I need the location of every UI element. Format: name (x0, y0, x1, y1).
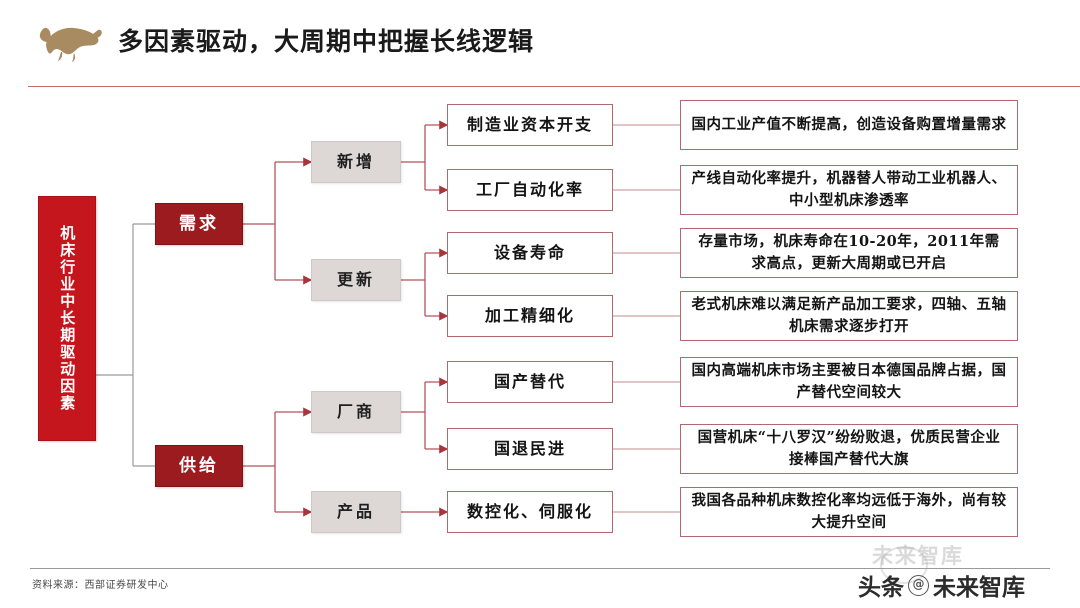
description-node-equipment-life[interactable]: 存量市场，机床寿命在10-20年，2011年需求高点，更新大周期或已开启 (680, 228, 1018, 278)
item-node-equipment-life[interactable]: 设备寿命 (447, 232, 613, 274)
watermark-brand: 头条 @ 未来智库 (858, 568, 1025, 602)
subcategory-node-new[interactable]: 新增 (311, 141, 401, 183)
source-note: 资料来源：西部证券研发中心 (32, 580, 169, 591)
category-node-demand[interactable]: 需求 (155, 203, 243, 245)
flow-diagram: 机床行业中长期驱动因素 需求 供给 新增 更新 厂商 产品 制造业资本开支 工厂… (0, 86, 1080, 566)
category-node-supply[interactable]: 供给 (155, 445, 243, 487)
description-node-factory-automation[interactable]: 产线自动化率提升，机器替人带动工业机器人、中小型机床渗透率 (680, 165, 1018, 215)
item-node-cnc-servo[interactable]: 数控化、伺服化 (447, 491, 613, 533)
description-node-capex[interactable]: 国内工业产值不断提高，创造设备购置增量需求 (680, 100, 1018, 150)
description-node-precision-machining[interactable]: 老式机床难以满足新产品加工要求，四轴、五轴机床需求逐步打开 (680, 291, 1018, 341)
item-node-capex[interactable]: 制造业资本开支 (447, 104, 613, 146)
item-node-state-retreat[interactable]: 国退民进 (447, 428, 613, 470)
footer-divider (30, 568, 1050, 569)
connector-lines (96, 120, 680, 517)
description-node-cnc-servo[interactable]: 我国各品种机床数控化率均远低于海外，尚有较大提升空间 (680, 487, 1018, 537)
subcategory-node-manufacturer[interactable]: 厂商 (311, 391, 401, 433)
bull-icon (32, 16, 106, 66)
page-title: 多因素驱动，大周期中把握长线逻辑 (118, 27, 535, 56)
description-node-state-retreat[interactable]: 国营机床“十八罗汉”纷纷败退，优质民营企业接棒国产替代大旗 (680, 424, 1018, 474)
watermark-name: 未来智库 (933, 575, 1025, 601)
subcategory-node-renewal[interactable]: 更新 (311, 259, 401, 301)
watermark-prefix: 头条 (858, 575, 904, 601)
header-divider (28, 86, 1080, 87)
item-node-precision-machining[interactable]: 加工精细化 (447, 295, 613, 337)
at-icon: @ (908, 574, 929, 596)
description-node-domestic-substitution[interactable]: 国内高端机床市场主要被日本德国品牌占据，国产替代空间较大 (680, 357, 1018, 407)
item-node-domestic-substitution[interactable]: 国产替代 (447, 361, 613, 403)
item-node-factory-automation[interactable]: 工厂自动化率 (447, 169, 613, 211)
watermark-ghost-icon (880, 546, 928, 584)
subcategory-node-product[interactable]: 产品 (311, 491, 401, 533)
page-header: 多因素驱动，大周期中把握长线逻辑 (0, 0, 1080, 87)
root-node[interactable]: 机床行业中长期驱动因素 (38, 196, 96, 441)
